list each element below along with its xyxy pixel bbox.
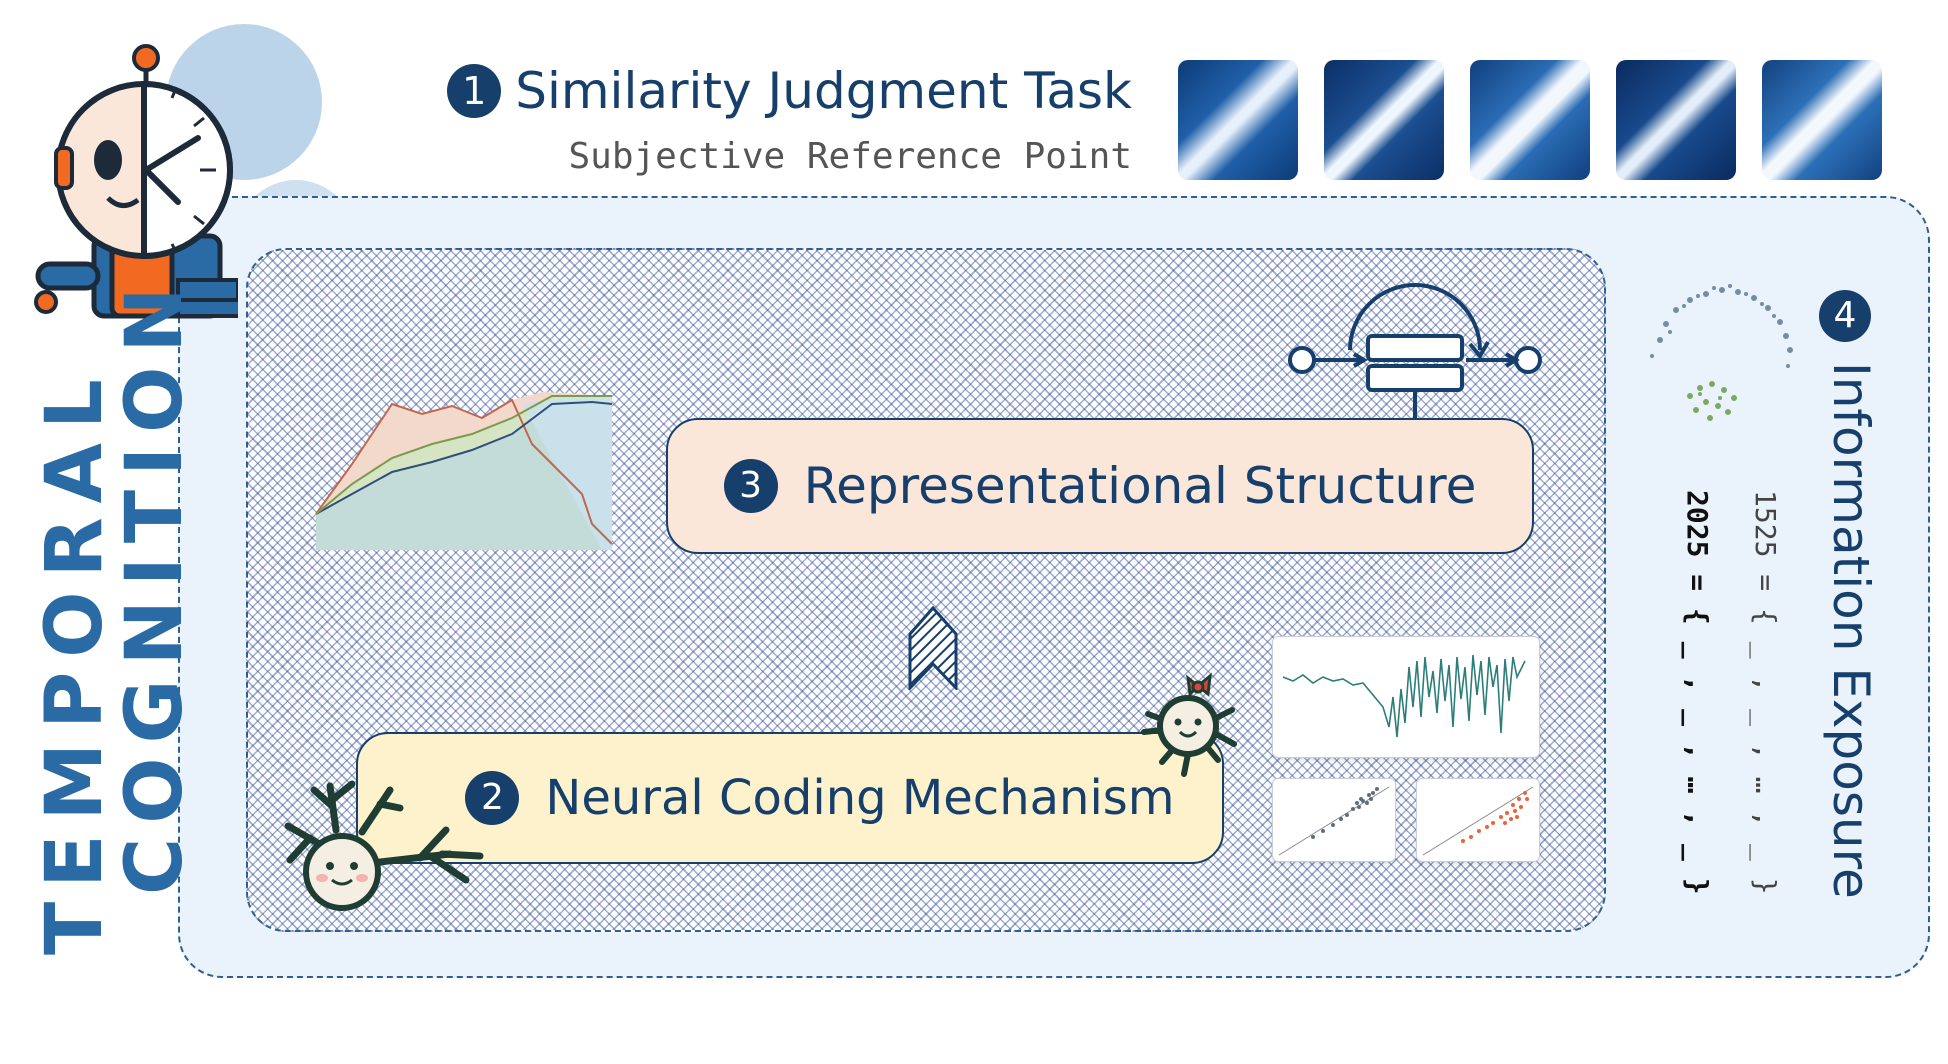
year-code-2025: 2025 = { _ , _ , … , _ } bbox=[1681, 490, 1714, 895]
scatter-points-orange bbox=[1422, 786, 1534, 856]
up-chevron-icon bbox=[908, 606, 958, 690]
similarity-matrix-thumb bbox=[1324, 60, 1444, 180]
year-code-1525: 1525 = { _ , _ , … , _ } bbox=[1749, 490, 1782, 895]
step1-subtitle: Subjective Reference Point bbox=[568, 136, 1132, 177]
similarity-matrix-thumb bbox=[1616, 60, 1736, 180]
step2-number-badge: 2 bbox=[465, 771, 520, 825]
step4-number-badge: 4 bbox=[1819, 290, 1871, 342]
embedding-cloud-illustration bbox=[1650, 284, 1793, 421]
signal-trace bbox=[1282, 654, 1526, 738]
scatter-plot-orange bbox=[1416, 778, 1540, 862]
step1-title-text: Similarity Judgment Task bbox=[515, 62, 1132, 120]
neural-signal-plot bbox=[1272, 636, 1540, 758]
step1-number-badge: 1 bbox=[447, 63, 502, 118]
robot-clock-icon bbox=[34, 44, 238, 319]
area-chart-illustration bbox=[315, 392, 613, 550]
representational-structure-box: 3 Representational Structure bbox=[666, 418, 1534, 554]
flower-neuron-icon bbox=[1141, 672, 1237, 777]
step2-title: Neural Coding Mechanism bbox=[545, 770, 1175, 826]
step4-title: 4Information Exposure bbox=[1819, 290, 1880, 899]
step3-number-badge: 3 bbox=[723, 459, 778, 513]
similarity-matrix-thumb bbox=[1178, 60, 1298, 180]
scatter-points-blue bbox=[1278, 786, 1390, 856]
step4-rotated-label: 4Information Exposure bbox=[1819, 290, 1880, 899]
side-title-temporal: TEMPORAL bbox=[30, 365, 120, 955]
similarity-matrix-thumb bbox=[1762, 60, 1882, 180]
neural-coding-box: 2 Neural Coding Mechanism bbox=[356, 732, 1224, 864]
scatter-plot-blue bbox=[1272, 778, 1396, 862]
step3-title: Representational Structure bbox=[803, 457, 1477, 515]
side-title-cognition: COGNITION bbox=[110, 273, 200, 895]
step4-title-text: Information Exposure bbox=[1822, 362, 1880, 899]
neuron-icon bbox=[284, 780, 484, 911]
similarity-matrix-thumb bbox=[1470, 60, 1590, 180]
